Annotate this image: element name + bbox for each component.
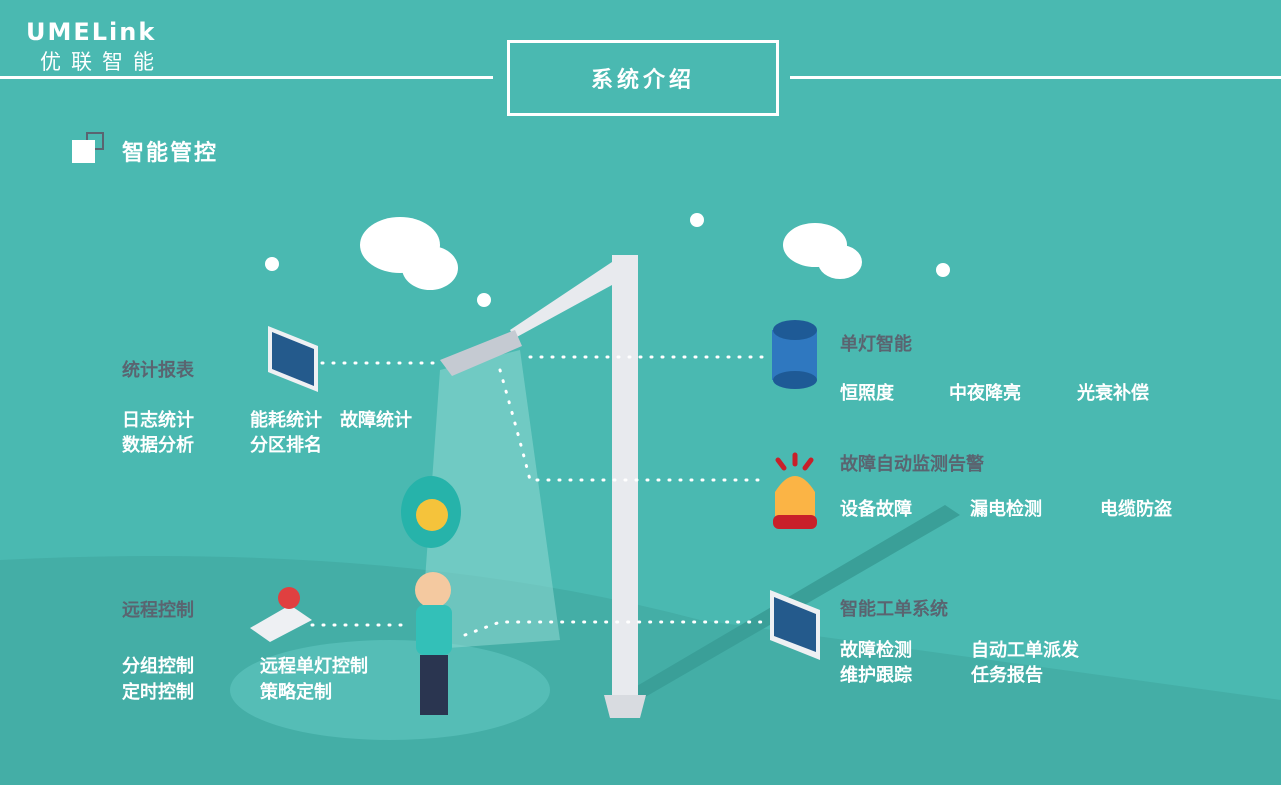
section-title: 智能管控 <box>122 141 219 166</box>
workorder-item: 自动工单派发 <box>971 640 1079 661</box>
monitor-chart-icon <box>268 326 318 392</box>
stats-title: 统计报表 <box>122 360 194 381</box>
workorder-item: 任务报告 <box>971 665 1043 686</box>
remote-item: 策略定制 <box>260 682 332 703</box>
logo-chinese: 优联智能 <box>40 50 164 74</box>
cylinder-device-icon <box>772 320 817 389</box>
fault-item: 电缆防盗 <box>1100 499 1172 520</box>
lamp-pole <box>612 255 638 695</box>
logo-english: UMELink <box>26 18 157 46</box>
light-beam <box>420 350 560 650</box>
stats-item: 数据分析 <box>122 435 194 456</box>
remote-item: 定时控制 <box>122 682 194 703</box>
workorder-item: 维护跟踪 <box>840 665 912 686</box>
header-rule-left <box>0 76 493 79</box>
page-title: 系统介绍 <box>507 40 779 116</box>
single-lamp-item: 光衰补偿 <box>1077 383 1149 404</box>
connector-dots <box>310 355 764 637</box>
tablet-location-icon <box>250 587 312 642</box>
person-illustration <box>415 572 452 715</box>
single-lamp-item: 中夜降亮 <box>949 383 1021 404</box>
header-rule-right <box>790 76 1281 79</box>
stats-item: 日志统计 <box>122 410 194 431</box>
cloud-icon <box>360 217 458 290</box>
monitor-list-icon <box>770 590 820 660</box>
alarm-light-icon <box>773 452 817 529</box>
ground-spot <box>230 640 550 740</box>
workorder-item: 故障检测 <box>840 640 912 661</box>
fault-title: 故障自动监测告警 <box>840 454 984 475</box>
section-icon <box>72 132 104 164</box>
fault-item: 设备故障 <box>840 499 912 520</box>
star-icon <box>265 213 950 307</box>
workorder-title: 智能工单系统 <box>840 599 948 620</box>
remote-title: 远程控制 <box>122 600 194 621</box>
stats-item: 故障统计 <box>340 410 412 431</box>
lamp-head <box>440 330 522 376</box>
cloud-icon <box>783 223 862 279</box>
single-lamp-title: 单灯智能 <box>840 334 912 355</box>
remote-item: 分组控制 <box>122 656 194 677</box>
stats-item: 能耗统计 <box>250 410 322 431</box>
single-lamp-item: 恒照度 <box>840 383 894 404</box>
coin-bubble-icon <box>401 476 461 548</box>
stats-item: 分区排名 <box>250 435 322 456</box>
remote-item: 远程单灯控制 <box>260 656 368 677</box>
fault-item: 漏电检测 <box>970 499 1042 520</box>
